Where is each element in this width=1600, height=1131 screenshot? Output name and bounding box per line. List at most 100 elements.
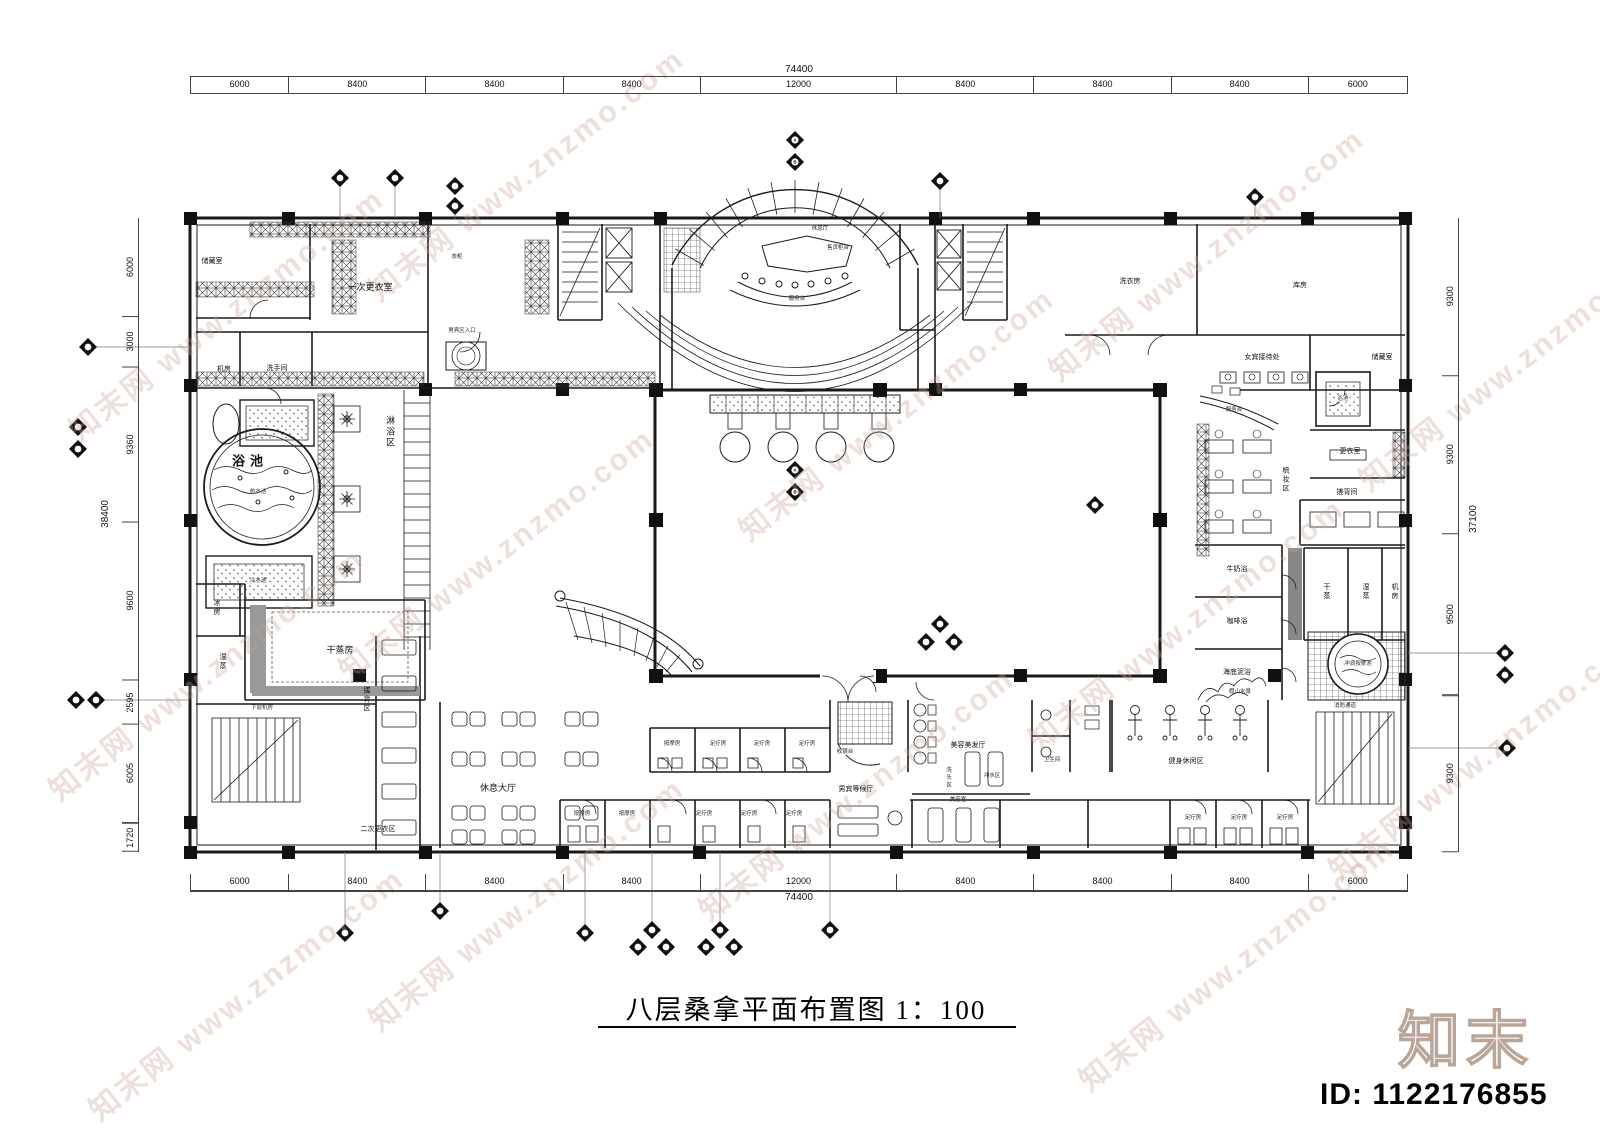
grid-marker-letter: A	[793, 137, 797, 143]
room-label-service-desk: 服务台	[788, 295, 806, 302]
dim-bottom-total: 74400	[190, 891, 1408, 904]
room-label-dry-steam-r: 干蒸	[1323, 583, 1331, 601]
room-label-wet-steam-r: 湿蒸	[1362, 583, 1370, 601]
room-label-rinse-area: 冲水区	[983, 772, 1001, 779]
room-label-mud-bath: 海底泥浴	[1223, 668, 1251, 676]
room-label-storage-2: 储藏室	[1371, 353, 1393, 361]
room-label-cold-pool: 冷水池	[249, 577, 267, 584]
dim-seg: 8400	[1170, 77, 1308, 93]
room-label-storage: 储藏室	[201, 257, 223, 265]
room-label-foot-room: 足疗房	[1230, 814, 1248, 821]
room-label-lower-machine: 下层机房	[250, 704, 274, 711]
room-label-shower-area: 淋浴区	[385, 415, 396, 449]
room-label-beauty-room: 美容室	[949, 796, 967, 803]
room-label-laundry: 洗衣房	[1119, 277, 1141, 285]
dimension-bottom: 6000 8400 8400 8400 12000 8400 8400 8400…	[190, 874, 1408, 904]
room-label-backrub-area: 搓背区	[363, 686, 371, 714]
title-underline	[598, 1026, 1016, 1028]
locker-bands	[195, 221, 1406, 607]
room-label-machine-r: 机房	[1391, 583, 1399, 601]
room-label-massage-room: 按摩房	[573, 810, 591, 817]
room-label-warehouse: 库房	[1293, 281, 1307, 289]
dim-seg: 6000	[190, 77, 288, 93]
dim-top-total: 74400	[190, 64, 1408, 77]
room-label-wardrobe: 衣柜	[451, 253, 463, 260]
door-arcs	[249, 299, 1346, 815]
room-label-foot-room: 足疗房	[798, 740, 816, 747]
grid-marker-letter: B	[793, 489, 797, 495]
grid-markers	[67, 131, 1516, 956]
dim-seg: 8400	[1033, 77, 1170, 93]
stairs	[211, 227, 1395, 805]
dim-seg: 6000	[190, 874, 288, 890]
room-label-hair-wash: 洗头区	[945, 766, 952, 790]
dim-seg: 2595	[122, 680, 138, 725]
room-label-coffee-bath: 咖啡浴	[1226, 617, 1248, 625]
room-label-men-entrance: 男宾区入口	[448, 327, 476, 334]
shower-stalls	[333, 390, 431, 650]
room-label-machine: 机房	[217, 365, 231, 373]
elevators	[605, 227, 962, 293]
dim-seg: 8400	[425, 874, 562, 890]
room-label-toilet: 卫生间	[1043, 756, 1061, 763]
room-label-rockery: 假山水景	[1228, 688, 1252, 695]
grid-marker-letter: B	[793, 159, 797, 165]
dim-seg: 9500	[1442, 534, 1458, 695]
room-label-change-room: 更衣室	[1339, 447, 1361, 455]
room-label-dry-steam-room: 干蒸房	[326, 644, 354, 655]
structural-columns	[184, 212, 1412, 859]
znzmo-logo: 知末	[1397, 1006, 1535, 1077]
dimension-top: 74400 6000 8400 8400 8400 12000 8400 840…	[190, 64, 1408, 94]
dim-seg: 8400	[896, 874, 1033, 890]
dim-seg: 12000	[699, 77, 897, 93]
room-label-foot-room: 足疗房	[1276, 814, 1294, 821]
dim-seg: 6005	[122, 724, 138, 824]
room-label-wave-pool: 冲浪按摩池	[1343, 660, 1373, 668]
dim-seg: 8400	[425, 77, 562, 93]
room-label-backrub-room: 搓背间	[1336, 488, 1358, 496]
dry-steam-room	[250, 605, 420, 696]
dim-seg: 3000	[122, 317, 138, 368]
room-label-beauty-hair: 美容美发厅	[950, 741, 986, 749]
dimension-right: 9300 9300 9500 9300	[1442, 218, 1459, 852]
hall-features	[554, 394, 901, 703]
grid-marker-letter: A	[793, 467, 797, 473]
dim-seg: 6000	[1307, 874, 1408, 890]
furniture	[381, 639, 1299, 845]
central-hall	[653, 388, 1162, 678]
dim-right-total: 37100	[1468, 505, 1479, 533]
lounge-sofas	[451, 711, 599, 845]
room-label-fitness: 健身休闲区	[1168, 757, 1204, 765]
room-label-sales-counter: 售货柜台	[826, 244, 850, 251]
room-label-foot-room: 足疗房	[740, 810, 758, 817]
room-label-first-change: 一次更衣室	[347, 281, 393, 292]
dim-seg: 9300	[1442, 376, 1458, 535]
room-label-second-change: 二次更衣区	[360, 825, 396, 833]
dim-seg: 9600	[122, 522, 138, 681]
treadmill-icons	[1127, 705, 1248, 741]
room-label-rest-lounge: 休息大厅	[479, 782, 517, 793]
dim-seg: 6000	[1307, 77, 1408, 93]
dim-seg: 9300	[1442, 694, 1458, 852]
dim-seg: 8400	[288, 77, 425, 93]
dim-seg: 9360	[122, 367, 138, 523]
room-label-milk-bath: 牛奶浴	[1226, 565, 1248, 573]
shower-head-icons	[333, 405, 361, 583]
dim-seg: 8400	[562, 77, 700, 93]
drawing-id: ID: 1122176855	[1320, 1078, 1548, 1111]
interior-walls	[196, 224, 1405, 850]
lobby-arc	[617, 180, 973, 392]
room-label-cashier: 收银台	[835, 748, 855, 756]
dim-seg: 8400	[562, 874, 700, 890]
dim-seg: 12000	[699, 874, 897, 890]
dim-seg: 8400	[288, 874, 425, 890]
dim-seg: 8400	[1170, 874, 1308, 890]
dimension-left: 6000 3000 9360 9600 2595 6005 1720	[122, 218, 139, 853]
room-label-massage-room: 按摩房	[618, 810, 636, 817]
room-label-foot-room: 足疗房	[785, 810, 803, 817]
room-label-foot-room: 足疗房	[753, 740, 771, 747]
room-label-foot-room: 足疗房	[709, 740, 727, 747]
room-label-foot-room: 足疗房	[695, 810, 713, 817]
